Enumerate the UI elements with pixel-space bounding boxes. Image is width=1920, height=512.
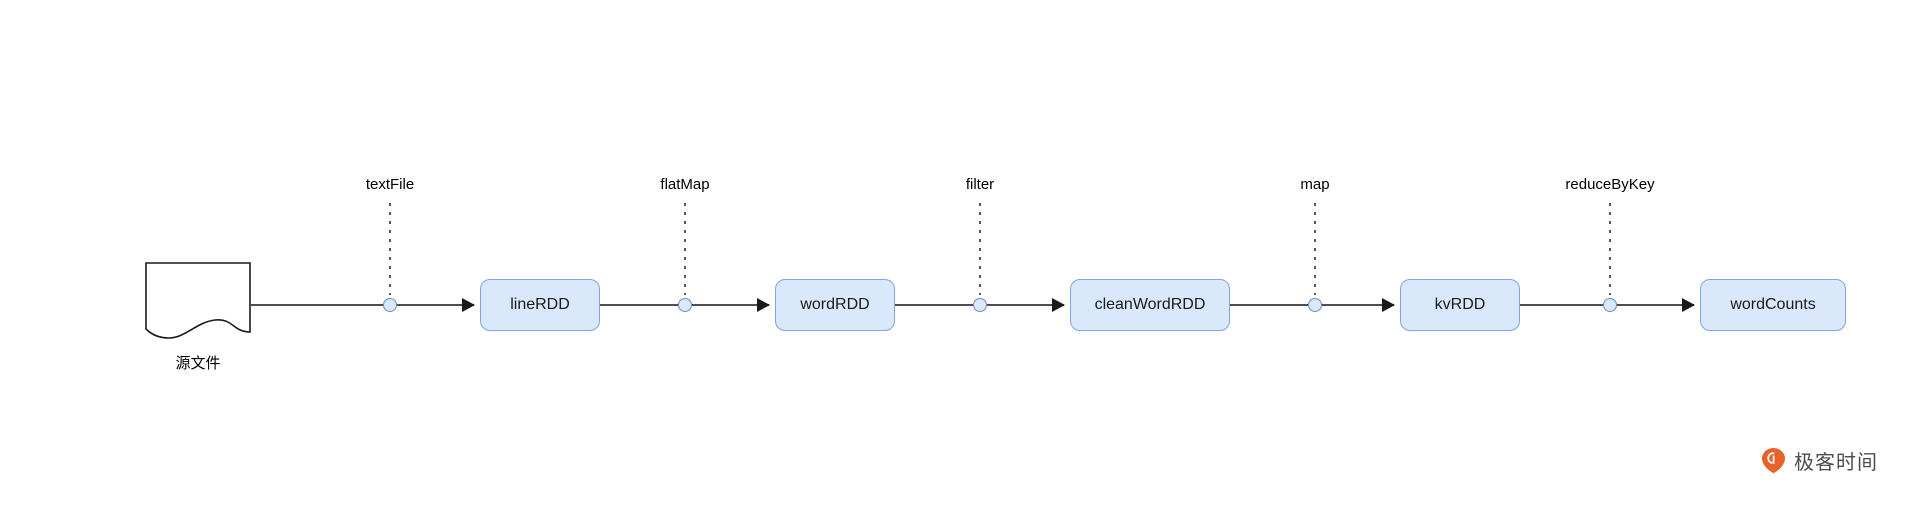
arrow-head-icon [462,298,475,312]
operation-connector-filter [979,203,981,295]
geektime-logo-icon [1760,447,1787,474]
operation-node-filter[interactable] [973,298,987,312]
rdd-box-kvrdd[interactable]: kvRDD [1400,279,1520,331]
operation-label-map: map [1300,176,1330,193]
operation-node-map[interactable] [1308,298,1322,312]
arrow-head-icon [1052,298,1065,312]
watermark-text: 极客时间 [1794,452,1878,474]
operation-label-reducebykey: reduceByKey [1565,176,1655,193]
rdd-box-wordrdd[interactable]: wordRDD [775,279,895,331]
watermark: 极客时间 [1760,446,1878,475]
operation-label-flatmap: flatMap [660,176,710,193]
operation-node-textfile[interactable] [383,298,397,312]
flow-segment [250,304,474,306]
source-file-shape [145,262,251,344]
operation-node-reducebykey[interactable] [1603,298,1617,312]
rdd-box-wordcounts[interactable]: wordCounts [1700,279,1846,331]
operation-node-flatmap[interactable] [678,298,692,312]
rdd-box-cleanwordrdd[interactable]: cleanWordRDD [1070,279,1230,331]
operation-connector-reducebykey [1609,203,1611,295]
operation-label-textfile: textFile [365,176,415,193]
arrow-head-icon [1682,298,1695,312]
arrow-head-icon [757,298,770,312]
operation-connector-flatmap [684,203,686,295]
operation-connector-map [1314,203,1316,295]
rdd-box-linerdd[interactable]: lineRDD [480,279,600,331]
source-file-label: 源文件 [175,355,221,372]
arrow-head-icon [1382,298,1395,312]
operation-connector-textfile [389,203,391,295]
operation-label-filter: filter [965,176,995,193]
